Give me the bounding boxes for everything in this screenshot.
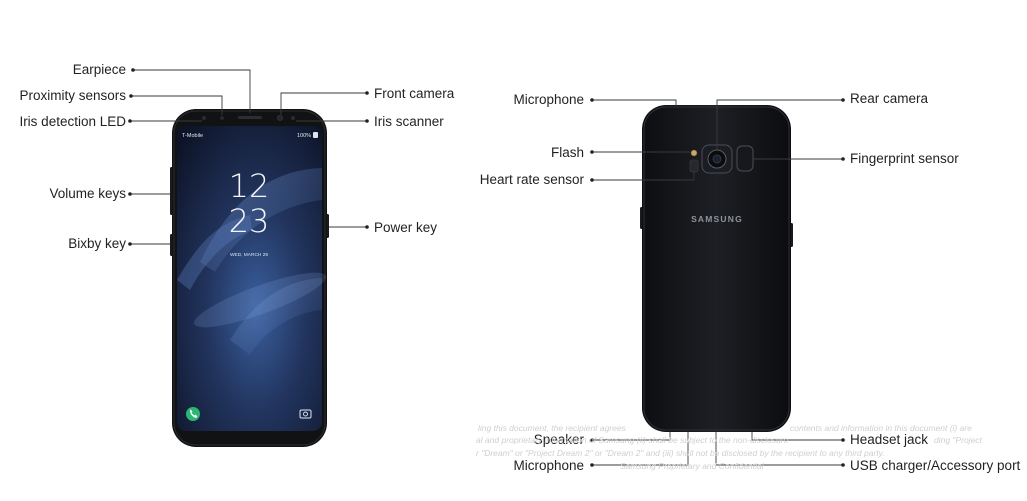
back-leaders [590,98,845,467]
heart-rate-sensor-window [689,159,699,173]
label-microphone-top: Microphone [513,92,584,107]
phone-call-icon[interactable] [186,407,200,421]
label-proximity-sensors: Proximity sensors [19,88,126,103]
label-usb-charger: USB charger/Accessory port [850,458,1021,473]
watermark-line3: r "Dream" or "Project Dream 2" or "Dream… [476,448,885,458]
watermark-line1: ling this document, the recipient agrees [478,423,627,433]
watermark-line4: Samsung Proprietary and Confidential [620,461,765,471]
iris-led-dot [202,116,206,120]
carrier-text: T-Mobile [182,133,203,139]
back-brand: SAMSUNG [691,214,743,224]
label-rear-camera: Rear camera [850,91,929,106]
front-leaders [128,68,369,246]
confidential-watermark: ling this document, the recipient agrees… [476,423,983,471]
label-front-camera: Front camera [374,86,455,101]
label-headset-jack: Headset jack [850,432,928,447]
label-power-key: Power key [374,220,437,235]
watermark-line2: al and proprietary information of Samsun… [476,435,789,445]
clock-hour: 12 [229,167,270,205]
label-iris-scanner: Iris scanner [374,114,444,129]
label-bixby-key: Bixby key [68,236,126,251]
back-phone-body [642,105,791,432]
status-text: 100% [297,133,311,139]
clock-minute: 23 [229,202,270,240]
label-earpiece: Earpiece [73,62,126,77]
iris-scanner-dot [291,116,295,120]
fingerprint-sensor-pad [736,145,754,172]
watermark-line2b: ding "Project [934,435,983,445]
label-speaker: Speaker [534,432,585,447]
watermark-line1b: contents and information in this documen… [790,423,972,433]
label-microphone-bottom: Microphone [513,458,584,473]
earpiece-slot [238,116,262,119]
front-camera-lens [277,115,283,121]
camera-shortcut-icon[interactable] [299,409,312,419]
date-text: WED, MARCH 29 [230,252,268,258]
label-volume-keys: Volume keys [49,186,126,201]
flash-led [690,149,698,157]
back-phone: SAMSUNG [640,105,793,432]
label-iris-detection-led: Iris detection LED [19,114,126,129]
label-heart-rate-sensor: Heart rate sensor [480,172,585,187]
label-fingerprint-sensor: Fingerprint sensor [850,151,959,166]
proximity-sensor-dot [220,116,224,120]
front-phone: T-Mobile 100% 12 23 WED, MARCH 29 [170,109,329,447]
label-flash: Flash [551,145,584,160]
